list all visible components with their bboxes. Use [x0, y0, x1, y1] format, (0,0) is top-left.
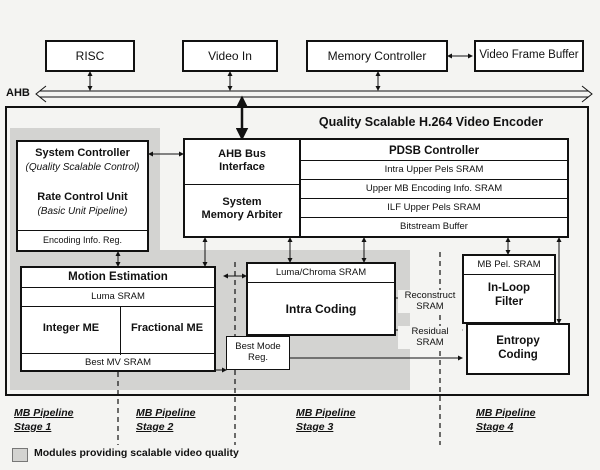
system-controller-subtitle: (Quality Scalable Control)	[25, 162, 140, 173]
pdsb-row-bitstream: Bitstream Buffer	[301, 217, 567, 236]
residual-sram-label: Residual SRAM	[398, 326, 462, 349]
stage-3-line1: MB Pipeline	[296, 407, 356, 419]
stage-3-line2: Stage 3	[296, 421, 334, 433]
encoder-frame	[5, 106, 589, 396]
motion-estimation-block: Motion Estimation Luma SRAM Integer ME F…	[20, 266, 216, 372]
luma-sram: Luma SRAM	[22, 287, 214, 306]
intra-coding-title: Intra Coding	[285, 302, 357, 316]
intra-coding-block: Luma/Chroma SRAM Intra Coding	[246, 262, 396, 336]
fractional-me-label: Fractional ME	[130, 322, 204, 334]
rate-control-subtitle: (Basic Unit Pipeline)	[37, 206, 128, 217]
best-mode-reg-label: Best Mode Reg.	[235, 341, 281, 364]
pdsb-row-intra-upper: Intra Upper Pels SRAM	[301, 160, 567, 179]
stage-4-line2: Stage 4	[476, 421, 514, 433]
stage-1-line2: Stage 1	[14, 421, 52, 433]
video-in-block: Video In	[182, 40, 278, 72]
stage-3-label: MB Pipeline Stage 3	[296, 406, 356, 434]
ahb-bus-label: AHB	[6, 87, 30, 99]
loop-filter-divider	[464, 274, 554, 275]
stage-2-line1: MB Pipeline	[136, 407, 196, 419]
stage-4-line1: MB Pipeline	[476, 407, 536, 419]
mb-pel-sram: MB Pel. SRAM	[477, 259, 541, 270]
me-split: Integer ME Fractional ME	[22, 306, 214, 355]
pdsb-title: PDSB Controller	[388, 145, 480, 157]
video-frame-buffer-label: Video Frame Buffer	[479, 49, 579, 61]
in-loop-filter-title: In-Loop Filter	[487, 282, 531, 308]
ahb-divider	[185, 184, 299, 185]
best-mode-reg-block: Best Mode Reg.	[226, 336, 290, 370]
memory-arbiter-label: System Memory Arbiter	[201, 196, 283, 222]
luma-chroma-sram: Luma/Chroma SRAM	[275, 267, 367, 278]
rate-control-title: Rate Control Unit	[37, 191, 128, 203]
video-in-label: Video In	[208, 49, 252, 63]
memory-controller-block: Memory Controller	[306, 40, 448, 72]
stage-2-line2: Stage 2	[136, 421, 174, 433]
system-controller-title: System Controller	[35, 147, 130, 159]
risc-block: RISC	[45, 40, 135, 72]
pdsb-controller-block: PDSB Controller Intra Upper Pels SRAM Up…	[299, 138, 569, 238]
me-split-divider	[120, 307, 121, 355]
integer-me-label: Integer ME	[42, 322, 100, 334]
ahb-bus-interface-label: AHB Bus Interface	[218, 148, 266, 174]
pdsb-row-upper-mb: Upper MB Encoding Info. SRAM	[301, 179, 567, 198]
system-controller-block: System Controller (Quality Scalable Cont…	[16, 140, 149, 252]
reconstruct-sram-label: Reconstruct SRAM	[398, 290, 462, 313]
best-mv-sram: Best MV SRAM	[22, 353, 214, 372]
intra-divider	[248, 282, 394, 283]
video-frame-buffer-block: Video Frame Buffer	[474, 40, 584, 72]
memory-controller-label: Memory Controller	[327, 49, 427, 63]
encoding-info-reg: Encoding Info. Reg.	[18, 230, 147, 249]
stage-2-label: MB Pipeline Stage 2	[136, 406, 196, 434]
entropy-coding-title: Entropy Coding	[496, 335, 540, 361]
legend-swatch	[12, 448, 28, 462]
risc-label: RISC	[75, 49, 105, 63]
legend-label: Modules providing scalable video quality	[34, 447, 239, 459]
in-loop-filter-block: MB Pel. SRAM In-Loop Filter	[462, 254, 556, 324]
ahb-interface-block: AHB Bus Interface System Memory Arbiter	[183, 138, 301, 238]
stage-1-line1: MB Pipeline	[14, 407, 74, 419]
stage-1-label: MB Pipeline Stage 1	[14, 406, 74, 434]
entropy-coding-block: Entropy Coding	[466, 323, 570, 375]
stage-4-label: MB Pipeline Stage 4	[476, 406, 536, 434]
encoder-title: Quality Scalable H.264 Video Encoder	[318, 115, 544, 129]
motion-estimation-title: Motion Estimation	[68, 271, 168, 283]
ahb-bus	[35, 85, 593, 103]
pdsb-row-ilf-upper: ILF Upper Pels SRAM	[301, 198, 567, 217]
